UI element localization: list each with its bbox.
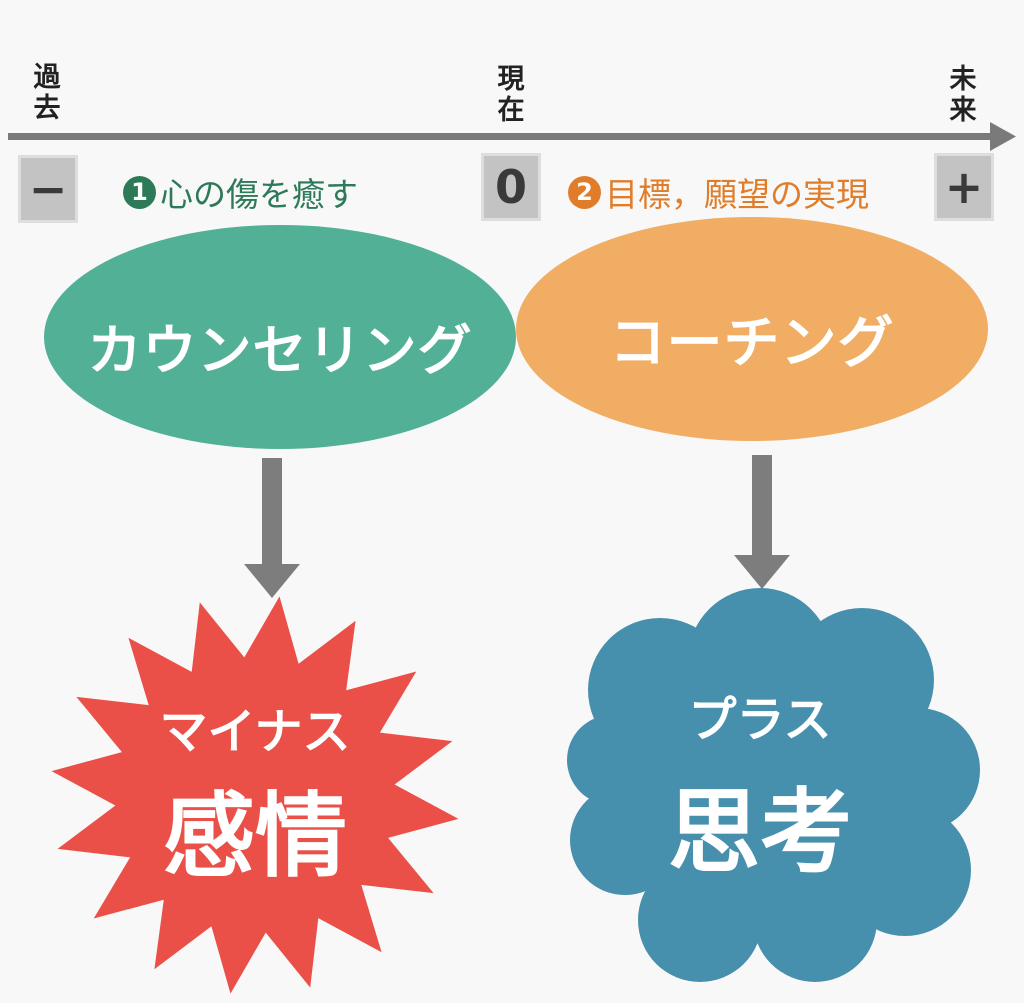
goals-caption-text: 目標，願望の実現 — [605, 175, 869, 214]
negative-sub-label: マイナス — [159, 704, 351, 760]
positive-main-label: 思考 — [667, 779, 852, 886]
healing-caption: 1 心の傷を癒す — [123, 170, 358, 214]
healing-caption-text: 心の傷を癒す — [160, 175, 358, 214]
positive-thinking-cloud — [567, 588, 980, 982]
caption-number-1-icon: 1 — [123, 175, 156, 209]
zero-box: 0 — [481, 153, 541, 221]
coaching-down-arrow — [734, 455, 790, 589]
timeline-line — [8, 133, 993, 140]
counseling-oval — [44, 225, 516, 449]
timeline-past-label: 過去 — [33, 62, 61, 124]
counseling-down-arrow — [244, 458, 300, 598]
coaching-oval — [516, 217, 988, 441]
minus-box: − — [18, 155, 78, 223]
timeline-arrow — [8, 122, 1016, 151]
timeline-arrowhead — [990, 122, 1016, 151]
negative-emotion-starburst — [51, 596, 459, 994]
coaching-label: コーチング — [609, 311, 895, 376]
timeline-present-label: 現在 — [497, 64, 525, 126]
plus-box: + — [934, 153, 994, 221]
goals-caption: 2 目標，願望の実現 — [568, 170, 869, 214]
timeline-future-label: 未来 — [949, 64, 977, 126]
negative-main-label: 感情 — [162, 783, 347, 890]
positive-sub-label: プラス — [688, 692, 832, 748]
counseling-label: カウンセリング — [87, 319, 473, 382]
caption-number-2-icon: 2 — [568, 175, 601, 209]
